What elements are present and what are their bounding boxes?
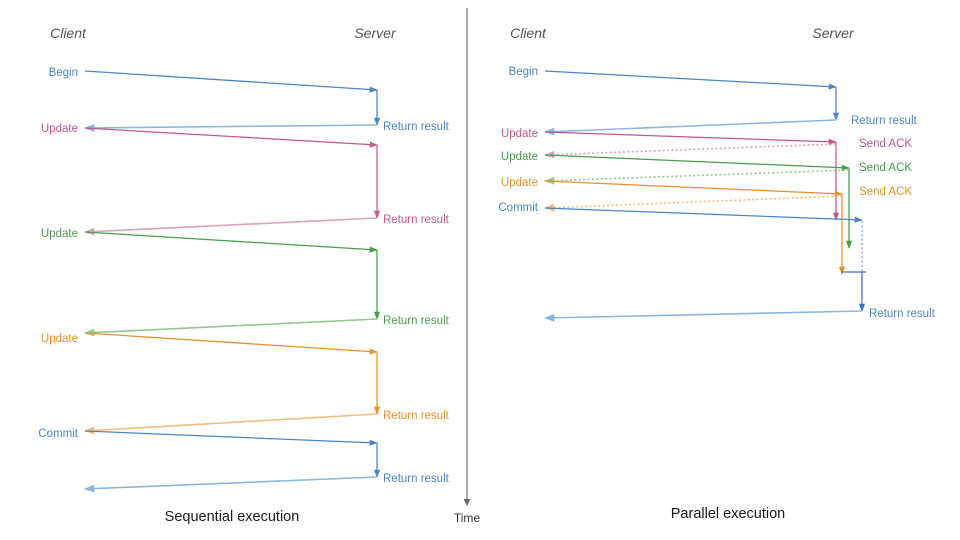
flows-parallel: [543, 70, 866, 322]
flow-sequential-update1-request: [84, 127, 378, 148]
lane-title-server-sequential: Server: [354, 25, 397, 41]
time-axis: Time: [454, 8, 481, 525]
client-message-label-sequential-3: Update: [41, 333, 78, 345]
flow-sequential-begin-response: [83, 123, 378, 132]
server-message-label-sequential-2: Return result: [383, 315, 450, 327]
server-message-label-parallel-2: Send ACK: [859, 162, 912, 174]
server-message-label-sequential-0: Return result: [383, 121, 450, 133]
lane-title-server-parallel: Server: [812, 25, 855, 41]
time-axis-label: Time: [454, 511, 481, 525]
flow-parallel-update2-ack: [543, 169, 850, 185]
flow-sequential-update1-response: [83, 217, 378, 236]
client-message-label-parallel-4: Commit: [498, 202, 538, 214]
flow-parallel-begin-request: [544, 70, 837, 90]
server-message-label-parallel-4: Return result: [869, 308, 936, 320]
flow-parallel-update1-ack: [543, 143, 837, 159]
panel-caption-sequential: Sequential execution: [165, 509, 300, 525]
client-message-label-parallel-2: Update: [501, 151, 538, 163]
flow-parallel-commit-response: [543, 310, 863, 322]
flow-sequential-update3-response: [83, 413, 378, 435]
lane-title-client-parallel: Client: [510, 25, 547, 41]
flow-parallel-update3-request: [544, 180, 843, 197]
flow-parallel-commit-request: [544, 207, 863, 223]
flow-parallel-update3-ack: [543, 195, 843, 212]
client-message-label-parallel-3: Update: [501, 177, 538, 189]
server-message-label-parallel-0: Return result: [851, 115, 918, 127]
server-message-label-sequential-1: Return result: [383, 214, 450, 226]
flow-sequential-update2-response: [83, 318, 378, 337]
flow-parallel-update2-request: [544, 154, 850, 171]
flow-sequential-begin-request: [84, 70, 378, 93]
client-message-label-sequential-2: Update: [41, 228, 78, 240]
flow-parallel-update1-request: [544, 131, 837, 145]
client-message-label-parallel-1: Update: [501, 128, 538, 140]
flows-sequential: [83, 70, 381, 493]
flow-parallel-begin-response: [543, 119, 837, 136]
server-message-label-sequential-3: Return result: [383, 410, 450, 422]
flow-sequential-update3-request: [84, 332, 378, 355]
client-message-label-sequential-1: Update: [41, 123, 78, 135]
client-message-label-sequential-0: Begin: [49, 67, 78, 79]
flow-sequential-commit-response: [83, 476, 378, 493]
panel-caption-parallel: Parallel execution: [671, 506, 785, 522]
flow-sequential-update2-request: [84, 231, 378, 253]
server-message-label-sequential-4: Return result: [383, 473, 450, 485]
lane-title-client-sequential: Client: [50, 25, 87, 41]
server-message-label-parallel-1: Send ACK: [859, 138, 912, 150]
time-axis-arrowhead: [463, 499, 471, 506]
client-message-label-sequential-4: Commit: [38, 428, 78, 440]
flow-sequential-commit-request: [84, 430, 378, 446]
client-message-label-parallel-0: Begin: [509, 66, 538, 78]
server-message-label-parallel-3: Send ACK: [859, 186, 912, 198]
